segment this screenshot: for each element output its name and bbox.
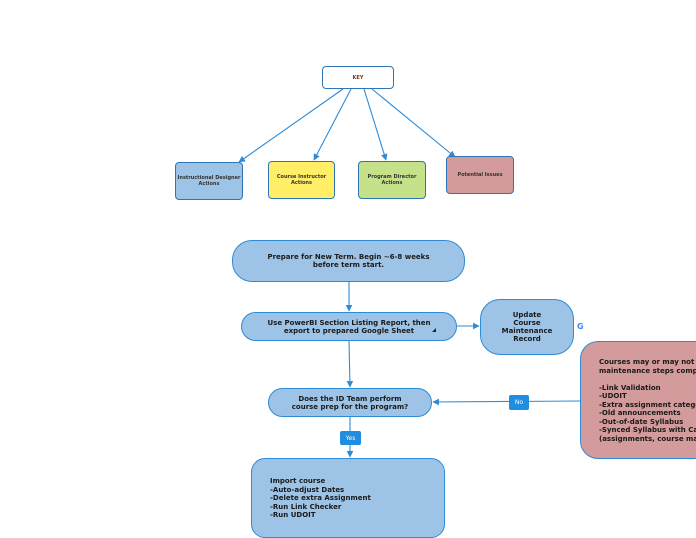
powerbi-report-label: Use PowerBI Section Listing Report, then… [267, 318, 431, 335]
connector-layer [238, 88, 581, 458]
key-to-issues-arrow [371, 88, 456, 158]
yes-branch-label[interactable]: Yes [340, 431, 361, 445]
update-maintenance-record-node[interactable]: Update Course Maintenance Record [480, 299, 574, 355]
powerbi-report-node[interactable]: Use PowerBI Section Listing Report, then… [241, 312, 457, 341]
key-node[interactable]: KEY [322, 66, 394, 89]
legend-potential-issues[interactable]: Potential Issues [446, 156, 514, 194]
powerbi-to-question-arrow [346, 340, 354, 388]
google-icon[interactable]: G [577, 322, 584, 331]
issues-to-question-arrow [432, 398, 581, 406]
legend-designer-label: Instructional Designer Actions [177, 175, 241, 187]
no-label-text: No [514, 399, 524, 406]
key-to-designer-arrow [238, 88, 344, 163]
yes-label-text: Yes [345, 434, 356, 442]
prepare-new-term-label: Prepare for New Term. Begin ~6-8 weeks b… [267, 253, 430, 269]
google-icon-glyph: G [577, 322, 584, 331]
legend-director-actions[interactable]: Program Director Actions [358, 161, 426, 199]
update-maintenance-record-label: Update Course Maintenance Record [501, 311, 553, 343]
legend-director-label: Program Director Actions [367, 174, 417, 186]
id-team-question-label: Does the ID Team perform course prep for… [291, 394, 409, 411]
key-label: KEY [352, 74, 364, 81]
import-course-node[interactable]: Import course -Auto-adjust Dates -Delete… [251, 458, 445, 538]
import-course-text: Import course -Auto-adjust Dates -Delete… [270, 477, 371, 519]
legend-issues-label: Potential Issues [457, 172, 503, 178]
id-team-question-node[interactable]: Does the ID Team perform course prep for… [268, 388, 432, 417]
no-branch-label[interactable]: No [509, 395, 529, 410]
key-to-instructor-arrow [313, 88, 352, 161]
prepare-new-term-node[interactable]: Prepare for New Term. Begin ~6-8 weeks b… [232, 240, 465, 282]
potential-issues-node[interactable]: Courses may or may not maintenance steps… [580, 341, 696, 459]
potential-issues-text: Courses may or may not maintenance steps… [599, 358, 696, 443]
legend-instructor-label: Course Instructor Actions [276, 174, 327, 186]
legend-instructor-actions[interactable]: Course Instructor Actions [268, 161, 335, 199]
legend-designer-actions[interactable]: Instructional Designer Actions [175, 162, 243, 200]
key-to-director-arrow [363, 88, 388, 161]
resize-handle-icon [432, 328, 436, 332]
